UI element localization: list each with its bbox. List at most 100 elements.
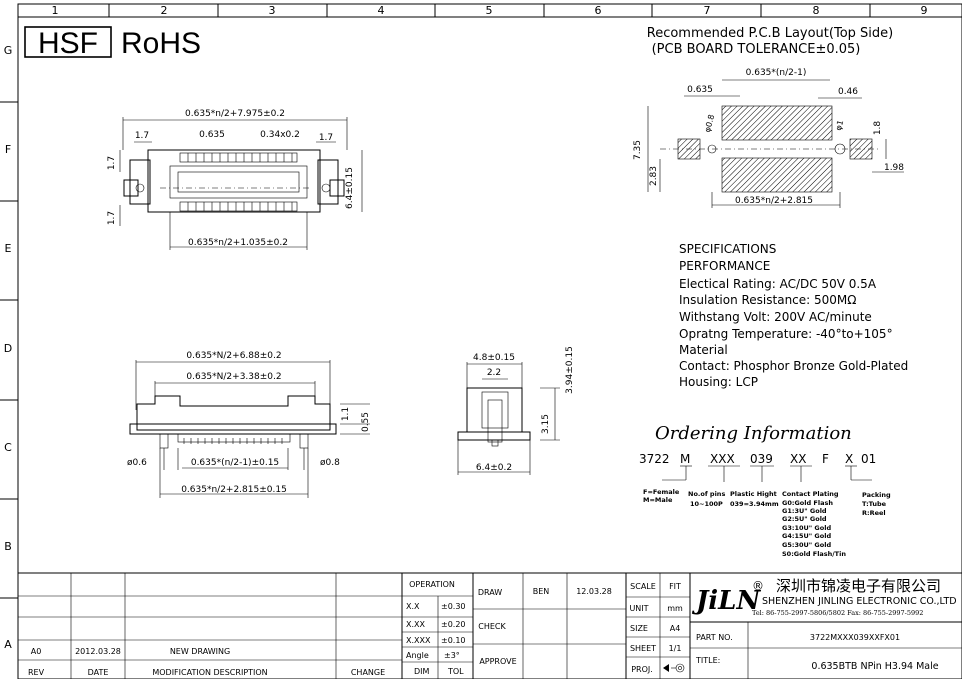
col-label: 1 <box>52 4 59 17</box>
rev-header-date: DATE <box>88 668 109 677</box>
fv-dim-h2: 0.55 <box>361 412 371 432</box>
col-label: 5 <box>486 4 493 17</box>
desc-plating: G2:5U" Gold <box>782 515 827 523</box>
pcb-dim-top: 0.635*(n/2-1) <box>746 68 807 78</box>
col-label: 8 <box>813 4 820 17</box>
code-f: F <box>822 452 829 466</box>
pcb-dim-side-w: 1.98 <box>884 163 904 173</box>
sheet-label: SHEET <box>630 644 656 653</box>
spec-line: Withstang Volt: 200V AC/minute <box>679 310 872 324</box>
pcb-title: Recommended P.C.B Layout(Top Side) <box>647 26 893 41</box>
front-view: 0.635*N/2+6.88±0.2 0.635*N/2+3.38±0.2 1.… <box>127 351 371 498</box>
column-labels: 1 2 3 4 5 6 7 8 9 <box>52 4 928 17</box>
unit-label: UNIT <box>629 604 648 613</box>
dim-height: 6.4±0.15 <box>345 167 355 209</box>
spec-line: Electical Rating: AC/DC 50V 0.5A <box>679 277 877 291</box>
desc-height: Plastic Hight <box>730 490 777 498</box>
col-label: 4 <box>378 4 385 17</box>
tol-value: ±0.20 <box>441 620 466 629</box>
spec-line: Housing: LCP <box>679 375 758 389</box>
spec-line: Insulation Resistance: 500MΩ <box>679 293 856 307</box>
ordering-information: Ordering Information 3722 M XXX 039 XX F… <box>639 423 891 558</box>
spec-line: Opratng Temperature: -40°to+105° <box>679 327 893 341</box>
pcb-dim-h-low: 2.83 <box>649 166 659 186</box>
fv-dim-inner: 0.635*(n/2-1)±0.15 <box>191 458 279 468</box>
row-label: C <box>4 441 12 454</box>
fv-dim-h1: 1.1 <box>341 407 351 421</box>
row-label: A <box>4 638 12 651</box>
spec-line: Contact: Phosphor Bronze Gold-Plated <box>679 359 908 373</box>
sheet-value: 1/1 <box>669 644 682 653</box>
sv-dim-mid: 3.15 <box>541 414 551 434</box>
pcb-dim-pitch: 0.635 <box>687 85 713 95</box>
col-label: 9 <box>921 4 928 17</box>
scale-value: FIT <box>669 582 681 591</box>
desc-packing: Packing <box>862 491 891 499</box>
dim-left: 1.7 <box>135 131 149 141</box>
pcb-dim-h-total: 7.35 <box>633 140 643 160</box>
pcb-tolerance: (PCB BOARD TOLERANCE±0.05) <box>652 42 861 57</box>
company-logo: JiLN <box>691 586 761 616</box>
spec-line: PERFORMANCE <box>679 259 770 273</box>
desc-packing: R:Reel <box>862 509 886 517</box>
hsf-box <box>24 26 112 58</box>
row-label: E <box>5 242 12 255</box>
pcb-dim-side-h: 1.8 <box>873 121 883 136</box>
title-label: TITLE: <box>695 656 720 665</box>
sv-dim-height: 3.94±0.15 <box>565 346 575 394</box>
rev-header-rev: REV <box>28 668 45 677</box>
dim-side-bottom: 1.7 <box>107 211 117 225</box>
size-value: A4 <box>670 624 681 633</box>
side-view: 4.8±0.15 2.2 3.94±0.15 3.15 6.4±0.2 <box>457 346 575 475</box>
tol-value: ±3° <box>444 651 460 660</box>
drawer-name: BEN <box>533 587 550 596</box>
proj-label: PROJ. <box>631 665 653 674</box>
row-label: F <box>5 143 11 156</box>
check-label: CHECK <box>478 622 506 631</box>
desc-packing: T:Tube <box>862 500 887 508</box>
code-gender: M <box>680 452 690 466</box>
col-label: 6 <box>595 4 602 17</box>
desc-gender: F=Female <box>643 488 680 496</box>
code-series: 3722 <box>639 452 670 466</box>
sv-dim-top: 4.8±0.15 <box>473 353 515 363</box>
row-label: G <box>4 44 13 57</box>
approve-label: APPROVE <box>479 657 516 666</box>
sv-dim-inner: 2.2 <box>487 368 501 378</box>
operation-label: OPERATION <box>409 580 455 589</box>
pcb-dim-pad: 0.46 <box>838 87 858 97</box>
sv-dim-bottom: 6.4±0.2 <box>476 463 512 473</box>
code-suffix: 01 <box>861 452 876 466</box>
spec-line: SPECIFICATIONS <box>679 242 776 256</box>
ordering-title: Ordering Information <box>655 423 852 444</box>
desc-plating: G1:3U" Gold <box>782 507 827 515</box>
rev-value: A0 <box>31 647 42 656</box>
row-label: B <box>4 540 12 553</box>
size-label: SIZE <box>630 624 648 633</box>
tol-key: Angle <box>406 651 429 660</box>
tol-key: X.X <box>406 602 420 611</box>
row-label: D <box>4 342 12 355</box>
pcb-hole1: φ0.8 <box>703 113 716 133</box>
tol-key: X.XXX <box>406 636 431 645</box>
desc-plating: S0:Gold Flash/Tin <box>782 550 846 558</box>
rohs-label: RoHS <box>121 27 201 60</box>
col-label: 3 <box>269 4 276 17</box>
part-no-value: 3722MXXX039XXFX01 <box>810 633 900 642</box>
title-block: REV DATE MODIFICATION DESCRIPTION CHANGE… <box>18 572 962 679</box>
rev-header-change: CHANGE <box>351 668 385 677</box>
hsf-label: HSF <box>38 27 98 60</box>
part-no-label: PART NO. <box>696 633 733 642</box>
code-height: 039 <box>750 452 773 466</box>
row-labels: G F E D C B A <box>4 44 13 651</box>
dim-side-top: 1.7 <box>107 156 117 170</box>
projection-symbol-icon <box>663 663 685 673</box>
code-pins: XXX <box>710 452 735 466</box>
tol-key: X.XX <box>406 620 426 629</box>
draw-date: 12.03.28 <box>576 587 612 596</box>
spec-line: Material <box>679 343 728 357</box>
pcb-dim-bottom: 0.635*n/2+2.815 <box>735 196 813 206</box>
desc-plating: G5:30U" Gold <box>782 541 831 549</box>
dim-overall: 0.635*n/2+7.975±0.2 <box>185 109 285 119</box>
rev-date: 2012.03.28 <box>75 647 121 656</box>
